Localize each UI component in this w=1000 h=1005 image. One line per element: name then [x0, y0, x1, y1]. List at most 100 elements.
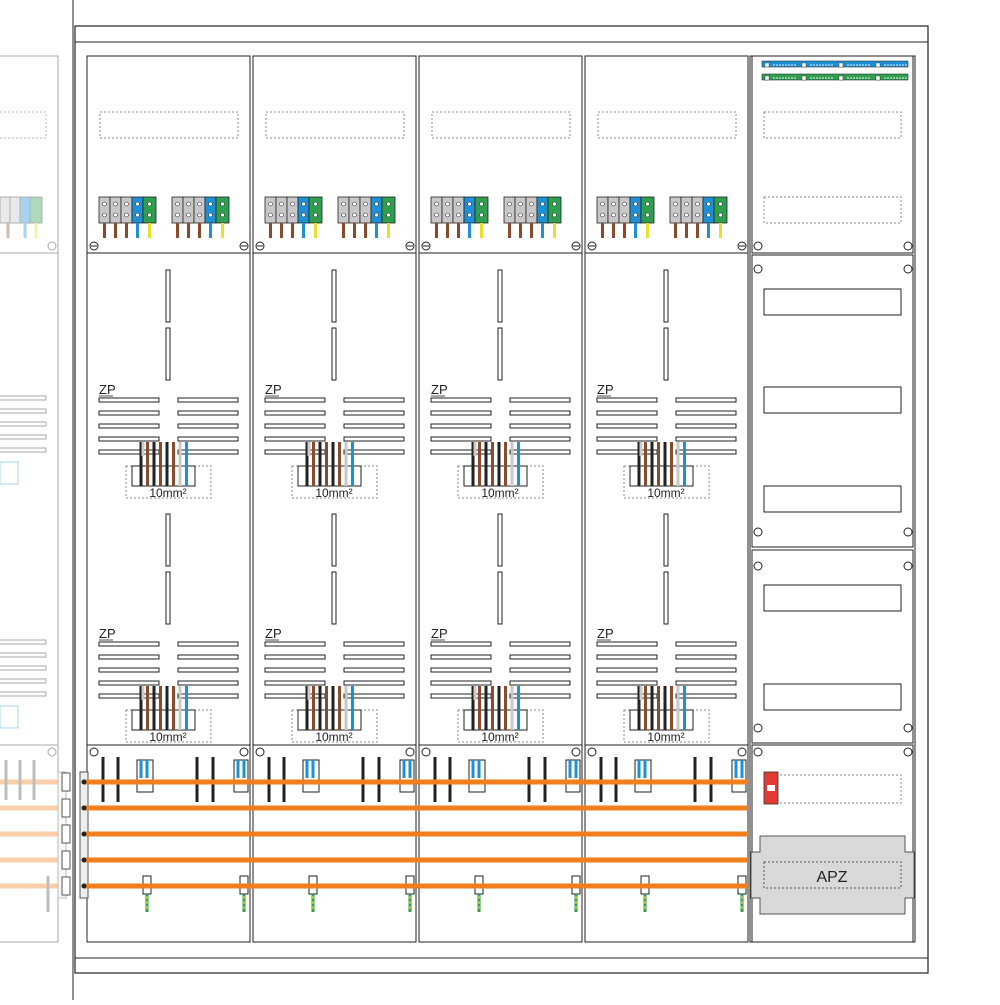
rail-terminal-dot	[773, 64, 775, 66]
terminal-screw	[197, 212, 202, 218]
neutral-terminal	[468, 759, 486, 793]
terminal-screw	[518, 201, 523, 207]
faded-meter-slots	[0, 395, 47, 729]
cover-screw	[587, 241, 597, 251]
cover-screw	[737, 747, 747, 757]
cover-screw	[903, 747, 913, 757]
vent-slot	[430, 436, 492, 442]
cover-screw	[753, 747, 763, 757]
terminal-screw	[386, 201, 391, 207]
vent-slot	[596, 667, 658, 673]
vent-slot	[343, 693, 405, 699]
faded-busbar-stubs	[0, 747, 58, 912]
terminal-screw	[279, 201, 284, 207]
rail-terminal-dot	[856, 64, 858, 66]
vent-slot	[264, 410, 326, 416]
terminal-screw	[135, 201, 140, 207]
terminal-screw	[456, 201, 461, 207]
terminal-screw	[529, 201, 534, 207]
terminal-screw	[706, 212, 711, 218]
rail-terminal-dot	[776, 77, 778, 79]
terminal-screw	[363, 201, 368, 207]
vent-slot	[177, 449, 239, 455]
terminal-screw	[467, 212, 472, 218]
terminal-screw	[313, 201, 318, 207]
neutral-terminal	[731, 759, 747, 793]
terminal-screw	[611, 212, 616, 218]
meter-carrier-slot	[663, 571, 669, 625]
vent-slot	[343, 397, 405, 403]
terminal	[120, 196, 133, 224]
meter-place-label: ZP	[431, 382, 448, 397]
rail-terminal	[764, 75, 770, 81]
vent-slot	[343, 449, 405, 455]
connection-area	[291, 709, 378, 743]
vent-slot	[343, 641, 405, 647]
terminal-screw	[706, 201, 711, 207]
vent-slot	[98, 436, 160, 442]
vent-slot	[675, 397, 737, 403]
terminal-screw	[718, 212, 723, 218]
rail-terminal-dot	[856, 77, 858, 79]
vent-slot	[596, 654, 658, 660]
terminal	[680, 196, 693, 224]
cover-screw	[89, 747, 99, 757]
rail-terminal-dot	[822, 77, 824, 79]
cover-screw	[903, 561, 913, 571]
cover-screw	[753, 264, 763, 274]
terminal-screw	[124, 201, 129, 207]
terminal-screw	[445, 201, 450, 207]
rail-terminal-dot	[899, 77, 901, 79]
meter-place-label: ZP	[597, 382, 614, 397]
vent-slot	[343, 410, 405, 416]
vent-slot	[98, 397, 160, 403]
vent-slot	[596, 436, 658, 442]
vent-slot	[675, 654, 737, 660]
apz-label: APZ	[816, 869, 847, 886]
din-rail-label-strip-1	[763, 111, 902, 139]
terminal-screw	[352, 212, 357, 218]
terminal-screw	[374, 212, 379, 218]
vent-slot	[98, 667, 160, 673]
rail-terminal	[801, 75, 807, 81]
terminal-screw	[622, 212, 627, 218]
terminal-screw	[434, 212, 439, 218]
vent-slot	[675, 449, 737, 455]
cross-section-label: 10mm²	[315, 486, 352, 500]
breaker-row-1	[763, 288, 902, 316]
terminal-screw	[313, 212, 318, 218]
terminal-screw	[186, 201, 191, 207]
rail-terminal-dot	[896, 64, 898, 66]
terminal	[308, 196, 323, 224]
vent-slot	[430, 667, 492, 673]
rail-terminal-dot	[847, 64, 849, 66]
terminal-screw	[113, 212, 118, 218]
terminal	[275, 196, 288, 224]
meter-carrier-slot	[331, 269, 337, 323]
vent-slot	[264, 641, 326, 647]
rail-terminal-dot	[899, 64, 901, 66]
label-strip	[265, 111, 405, 139]
meter-carrier-slot	[497, 327, 503, 381]
terminal-screw	[695, 201, 700, 207]
rail-terminal-dot	[853, 64, 855, 66]
meter-place-label: ZP	[265, 382, 282, 397]
busbar-field	[61, 771, 748, 899]
terminal-screw	[301, 201, 306, 207]
cover-screw	[753, 561, 763, 571]
terminal-screw	[386, 212, 391, 218]
terminal	[547, 196, 562, 224]
cover-screw	[405, 747, 415, 757]
meter-carrier-slot	[497, 571, 503, 625]
connection-area	[125, 709, 212, 743]
vent-slot	[675, 667, 737, 673]
vent-slot	[98, 423, 160, 429]
terminal-screw	[102, 212, 107, 218]
busbar-clamp	[81, 883, 87, 889]
vent-slot	[98, 410, 160, 416]
terminal-screw	[507, 201, 512, 207]
column-outline	[584, 55, 749, 943]
busbar-end-clamp	[61, 772, 71, 792]
rail-terminal-dot	[831, 64, 833, 66]
